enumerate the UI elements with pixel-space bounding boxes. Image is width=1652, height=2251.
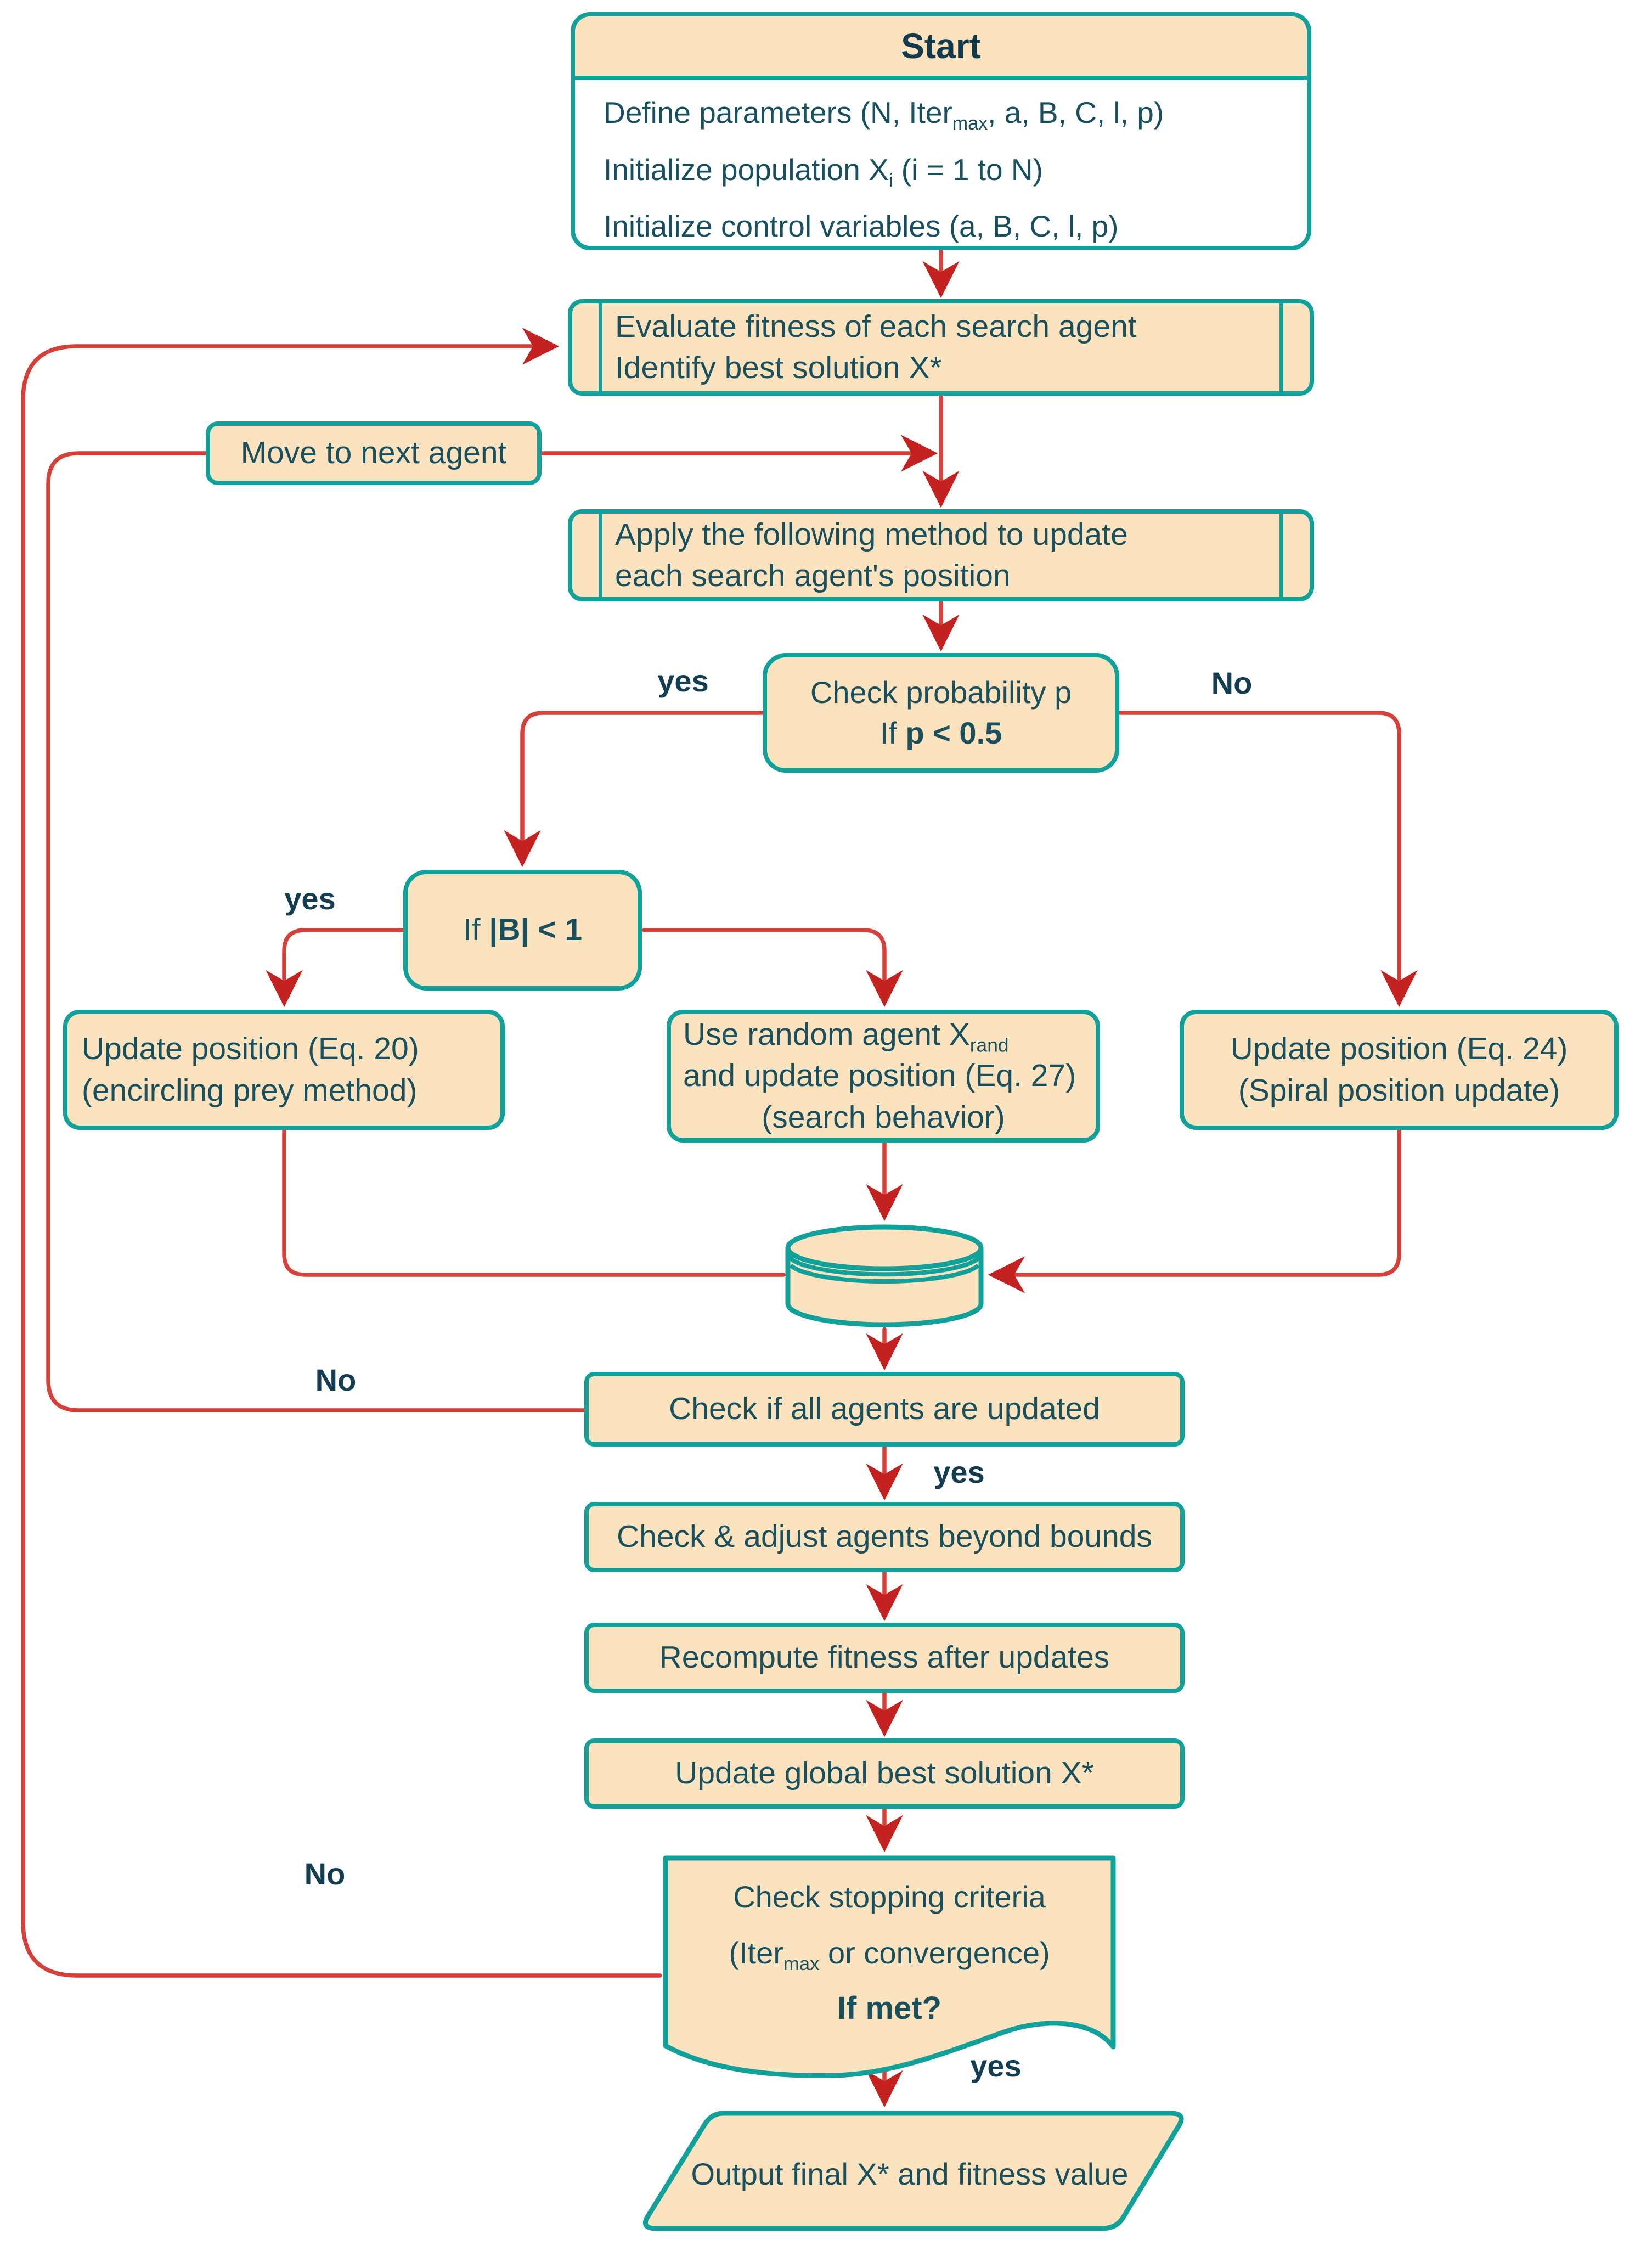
check-all-agents-label: Check if all agents are updated [669,1391,1100,1427]
stopping-line-1: Check stopping criteria [733,1879,1046,1914]
process-bar-left [599,514,602,597]
label-bcheck-yes: yes [284,881,336,916]
probability-line-1: Check probability p [810,675,1072,710]
label-stopping-yes: yes [970,2049,1022,2083]
random-line-1: Use random agent Xrand [683,1017,1009,1056]
stopping-criteria-text: Check stopping criteria (Itermax or conv… [661,1877,1118,2029]
edge-bcheck-right [642,928,903,1008]
process-bar-right [1279,514,1283,597]
check-all-agents-node: Check if all agents are updated [584,1372,1185,1447]
label-probability-no: No [1211,666,1253,700]
recompute-fitness-label: Recompute fitness after updates [659,1640,1110,1675]
stopping-criteria-node [663,1855,1116,2078]
start-node: Start Define parameters (N, Itermax, a, … [571,12,1311,250]
edge-checkall-no-loop [46,451,585,1412]
apply-line-2: each search agent's position [615,558,1011,593]
evaluate-fitness-node: Evaluate fitness of each search agent Id… [568,299,1314,396]
start-header: Start [575,16,1307,80]
move-next-agent-label: Move to next agent [240,435,507,471]
process-bar-right [1279,303,1283,391]
output-label: Output final X* and fitness value [691,2157,1129,2191]
stopping-line-2: (Itermax or convergence) [729,1935,1050,1975]
edge-spiral-merge [988,1128,1401,1293]
output-node [643,2111,1184,2231]
merge-cylinder [785,1224,984,1327]
b-magnitude-label: If |B| < 1 [463,912,583,948]
random-line-2: and update position (Eq. 27) [683,1058,1076,1094]
random-line-3: (search behavior) [762,1099,1005,1135]
spiral-update-node: Update position (Eq. 24) (Spiral positio… [1180,1010,1619,1130]
random-agent-node: Use random agent Xrand and update positi… [667,1010,1100,1143]
label-checkall-yes: yes [933,1455,985,1489]
label-probability-yes: yes [657,663,709,698]
edge-encircle-merge [282,1128,786,1277]
start-title: Start [901,26,981,66]
stopping-line-3: If met? [837,1990,942,2026]
adjust-bounds-node: Check & adjust agents beyond bounds [584,1502,1185,1572]
probability-line-2: If p < 0.5 [879,716,1002,750]
label-stopping-no: No [304,1856,346,1891]
edge-bcheck-yes [266,928,404,1008]
global-best-label: Update global best solution X* [675,1755,1094,1791]
encircle-line-2: (encircling prey method) [82,1072,418,1108]
recompute-fitness-node: Recompute fitness after updates [584,1623,1185,1693]
adjust-bounds-label: Check & adjust agents beyond bounds [616,1519,1152,1555]
evaluate-line-1: Evaluate fitness of each search agent [615,308,1137,344]
edge-stopping-no-loop [21,328,662,1978]
edge-probability-yes [504,711,764,868]
start-line-define: Define parameters (N, Itermax, a, B, C, … [604,95,1164,134]
probability-decision-node: Check probability p If p < 0.5 [763,653,1119,773]
process-bar-left [599,303,602,391]
evaluate-line-2: Identify best solution X* [615,350,942,385]
spiral-line-1: Update position (Eq. 24) [1230,1031,1568,1067]
apply-line-1: Apply the following method to update [615,516,1128,552]
global-best-node: Update global best solution X* [584,1738,1185,1809]
spiral-line-2: (Spiral position update) [1238,1072,1560,1108]
label-checkall-no: No [315,1363,357,1397]
encircle-line-1: Update position (Eq. 20) [82,1031,419,1067]
output-text: Output final X* and fitness value [630,2154,1189,2194]
start-line-control: Initialize control variables (a, B, C, l… [604,209,1119,244]
b-magnitude-decision-node: If |B| < 1 [403,870,642,991]
move-next-agent-node: Move to next agent [206,421,542,485]
edge-probability-no [1118,711,1418,1008]
apply-method-node: Apply the following method to update eac… [568,509,1314,601]
start-line-population: Initialize population Xi (i = 1 to N) [604,152,1043,191]
encircling-prey-node: Update position (Eq. 20) (encircling pre… [63,1010,505,1130]
